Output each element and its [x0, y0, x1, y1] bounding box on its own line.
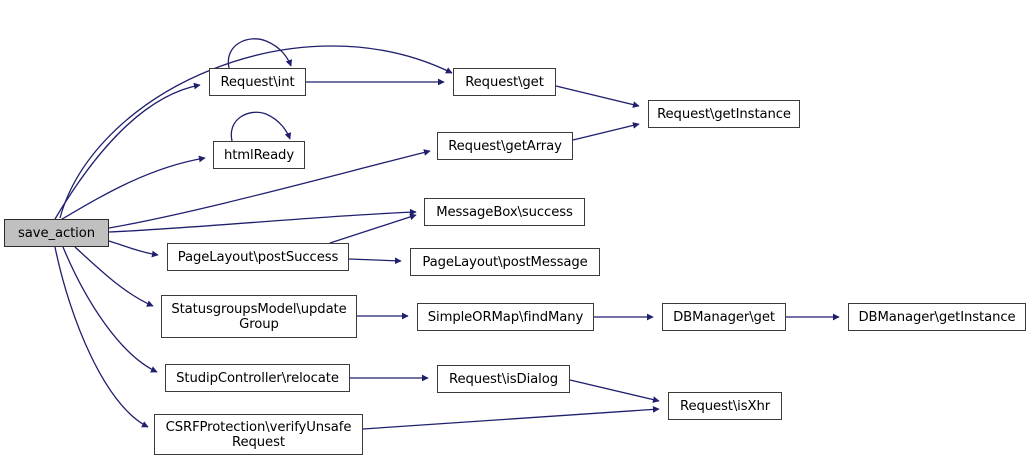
node-save_action[interactable]: save_action	[4, 219, 109, 247]
node-label: Request\isXhr	[679, 398, 771, 414]
node-label: Request\isDialog	[449, 371, 558, 387]
edge-save_action-to-messagebox_success	[108, 208, 417, 233]
edge-request_get-to-request_get_instance	[555, 85, 640, 108]
node-label: Request\int	[220, 74, 295, 90]
edge-request_get_array-to-request_get_instance	[572, 122, 640, 141]
node-csrf_verify[interactable]: CSRFProtection\verifyUnsafe Request	[154, 414, 363, 455]
node-label: htmlReady	[223, 147, 295, 163]
node-label: DBManager\getInstance	[858, 309, 1016, 325]
edge-request_isdialog-to-request_isxhr	[569, 379, 660, 403]
node-label: Request\getInstance	[657, 106, 791, 122]
edge-html_ready-to-html_ready	[230, 111, 292, 142]
node-label: Request\get	[465, 74, 544, 90]
node-label: SimpleORMap\findMany	[427, 309, 584, 325]
node-request_isdialog[interactable]: Request\isDialog	[437, 365, 570, 393]
edge-postsuccess-to-messagebox_success	[329, 213, 417, 244]
node-studip_relocate[interactable]: StudipController\relocate	[165, 364, 350, 392]
node-request_isxhr[interactable]: Request\isXhr	[668, 392, 782, 420]
edge-csrf_verify-to-request_isxhr	[362, 406, 660, 430]
node-label: save_action	[18, 225, 95, 241]
node-request_get_array[interactable]: Request\getArray	[437, 132, 573, 160]
node-messagebox_success[interactable]: MessageBox\success	[424, 198, 585, 226]
edge-save_action-to-request_get_array	[108, 149, 431, 229]
node-request_get_instance[interactable]: Request\getInstance	[648, 100, 800, 128]
edge-request_int-to-request_int	[227, 38, 293, 69]
node-label: PageLayout\postSuccess	[177, 249, 339, 265]
edge-paths	[54, 38, 840, 430]
node-request_get[interactable]: Request\get	[453, 68, 556, 96]
node-html_ready[interactable]: htmlReady	[213, 141, 305, 169]
edge-save_action-to-statusgroups_update	[74, 246, 154, 307]
node-label: StudipController\relocate	[176, 370, 339, 386]
node-label: PageLayout\postMessage	[422, 254, 588, 270]
node-label: CSRFProtection\verifyUnsafe Request	[165, 419, 352, 450]
node-simpleormap_findmany[interactable]: SimpleORMap\findMany	[417, 303, 594, 331]
edge-postsuccess-to-postmessage	[348, 257, 402, 265]
edge-save_action-to-request_int	[54, 82, 201, 220]
node-statusgroups_update[interactable]: StatusgroupsModel\update Group	[161, 295, 357, 338]
node-postmessage[interactable]: PageLayout\postMessage	[410, 248, 600, 276]
node-label: StatusgroupsModel\update Group	[171, 301, 347, 332]
node-label: MessageBox\success	[436, 204, 573, 220]
edge-save_action-to-html_ready	[56, 155, 206, 223]
node-label: Request\getArray	[448, 138, 562, 154]
edge-save_action-to-csrf_verify	[54, 246, 149, 428]
edge-save_action-to-postsuccess	[108, 240, 159, 258]
node-dbmanager_getinstance[interactable]: DBManager\getInstance	[848, 303, 1026, 331]
node-label: DBManager\get	[673, 309, 775, 325]
node-request_int[interactable]: Request\int	[209, 68, 306, 96]
node-dbmanager_get[interactable]: DBManager\get	[662, 303, 786, 331]
node-postsuccess[interactable]: PageLayout\postSuccess	[167, 243, 349, 271]
edge-save_action-to-studip_relocate	[62, 246, 158, 373]
